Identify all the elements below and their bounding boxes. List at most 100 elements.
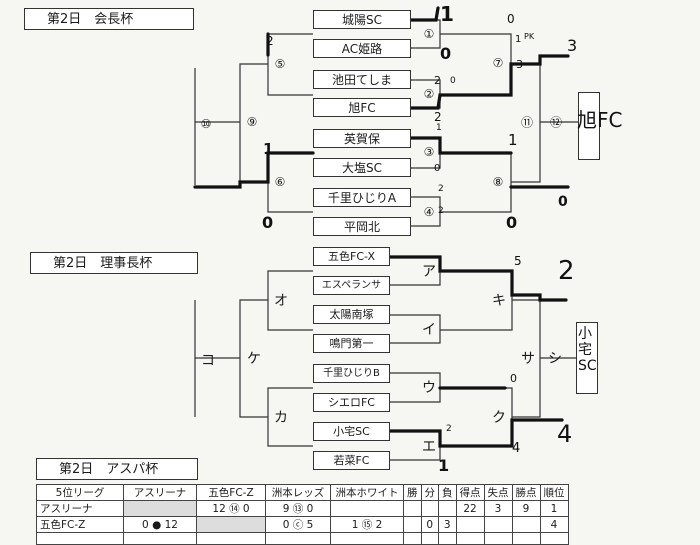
t2-score: 2: [558, 256, 575, 286]
table-header: 失点: [483, 484, 513, 501]
t1-score: 0: [440, 44, 452, 63]
t1-score: 1: [263, 140, 274, 158]
t1-score: 1: [515, 34, 522, 45]
table-cell: 1 ⑮ 2: [330, 516, 404, 533]
table-cell: [403, 500, 422, 517]
t1-score: 3: [567, 36, 578, 55]
t1-score: 1: [508, 131, 518, 149]
tournament2-team-6: シエロFC: [313, 393, 390, 412]
table-cell: [483, 516, 513, 533]
tournament2-match-ki: キ: [492, 293, 506, 309]
table-cell: [36, 532, 124, 545]
table-header: 分: [420, 484, 439, 501]
t1-score: 2: [434, 110, 442, 124]
tournament1-match-7: ⑦: [492, 56, 504, 70]
table-cell: 1: [539, 500, 569, 517]
table-header: 得点: [455, 484, 485, 501]
table-cell: [196, 532, 266, 545]
tournament1-team-6: 大塩SC: [313, 158, 411, 177]
table-cell: [403, 532, 422, 545]
tournament1-team-4: 旭FC: [313, 98, 411, 117]
tournament3-title: 第2日 アスパ杯: [36, 458, 198, 480]
t1-score: 0: [434, 163, 441, 174]
tournament1-match-8: ⑧: [492, 175, 504, 189]
t2-score: 4: [512, 441, 521, 456]
table-header: 五色FC-Z: [196, 484, 266, 501]
table-cell: 3: [438, 516, 457, 533]
tournament2-team-7: 小宅SC: [313, 422, 390, 441]
table-cell: [403, 516, 422, 533]
table-row: [36, 532, 569, 545]
t1-score: 0: [450, 76, 456, 86]
tournament1-match-1: ①: [423, 27, 435, 41]
t1-score: 2: [438, 206, 444, 216]
table-cell: 0: [420, 516, 439, 533]
table-cell: アスリーナ: [36, 500, 124, 517]
tournament2-winner: 小宅SC: [578, 326, 597, 374]
tournament1-team-3: 池田てしま: [313, 70, 411, 89]
t1-score: 2: [438, 184, 444, 194]
t2-score: 5: [514, 254, 522, 268]
table-row: 5位リーグ アスリーナ 五色FC-Z 洲本レッズ 洲本ホワイト 勝 分 負 得点…: [36, 484, 569, 501]
tournament1-team-8: 平岡北: [313, 217, 411, 236]
t1-score: 0: [262, 213, 274, 232]
table-cell: [123, 500, 197, 517]
tournament2-team-8: 若菜FC: [313, 451, 390, 470]
table-cell: 0 ⓒ 5: [265, 516, 331, 533]
tournament2-match-sa: サ: [521, 351, 535, 367]
tournament2-winner-box: [576, 322, 598, 394]
t2-score: 0: [510, 372, 517, 385]
tournament1-match-9: ⑨: [246, 115, 258, 129]
table-cell: [420, 532, 439, 545]
t1-score: 1: [440, 2, 454, 26]
t1-score: 2: [266, 34, 274, 48]
table-cell: [455, 516, 485, 533]
table-header: 洲本レッズ: [265, 484, 331, 501]
league-table: 5位リーグ アスリーナ 五色FC-Z 洲本レッズ 洲本ホワイト 勝 分 負 得点…: [36, 484, 569, 545]
tournament1-winner-box: [578, 92, 600, 160]
t1-score: 0: [506, 213, 518, 232]
t2-score: 2: [446, 424, 452, 434]
table-cell: [511, 532, 541, 545]
table-cell: 9 ⑬ 0: [265, 500, 331, 517]
tournament1-match-2: ②: [423, 87, 435, 101]
table-cell: [196, 516, 266, 533]
table-cell: [483, 532, 513, 545]
table-cell: [539, 532, 569, 545]
t2-score: 4: [557, 420, 573, 448]
tournament2-team-3: 太陽南塚: [313, 305, 390, 324]
tournament2-match-e: エ: [422, 439, 436, 455]
tournament1-title: 第2日 会長杯: [24, 8, 194, 30]
table-cell: 3: [483, 500, 513, 517]
tournament2-title: 第2日 理事長杯: [30, 252, 198, 274]
table-row: 五色FC-Z 0 ● 12 0 ⓒ 5 1 ⑮ 2 0 3 4: [36, 516, 569, 533]
table-cell: 22: [455, 500, 485, 517]
tournament1-winner: 旭FC: [577, 108, 623, 132]
table-row: アスリーナ 12 ⑭ 0 9 ⑬ 0 22 3 9 1: [36, 500, 569, 517]
tournament1-team-2: AC姫路: [313, 39, 411, 58]
table-cell: [438, 532, 457, 545]
tournament2-team-2: エスペランサ: [313, 276, 390, 295]
t2-score: 1: [438, 456, 450, 475]
tournament2-match-ke: ケ: [247, 351, 261, 367]
table-cell: 9: [511, 500, 541, 517]
tournament2-match-ko: コ: [201, 353, 215, 369]
table-header: 5位リーグ: [36, 484, 124, 501]
table-cell: [265, 532, 331, 545]
tournament2-match-i: イ: [422, 322, 436, 338]
tournament1-match-10: ⑩: [200, 117, 212, 131]
tournament2-match-shi: シ: [548, 351, 562, 367]
t1-score: 0: [558, 194, 568, 210]
tournament2-match-ka: カ: [274, 410, 288, 426]
table-cell: 五色FC-Z: [36, 516, 124, 533]
table-cell: [123, 532, 197, 545]
table-cell: [455, 532, 485, 545]
tournament1-match-6: ⑥: [274, 175, 286, 189]
tournament1-match-5: ⑤: [274, 57, 286, 71]
table-header: 勝: [403, 484, 422, 501]
table-header: 洲本ホワイト: [330, 484, 404, 501]
tournament1-match-4: ④: [423, 205, 435, 219]
tournament1-match-3: ③: [423, 145, 435, 159]
table-cell: [438, 500, 457, 517]
tournament2-match-ku: ク: [492, 410, 506, 426]
